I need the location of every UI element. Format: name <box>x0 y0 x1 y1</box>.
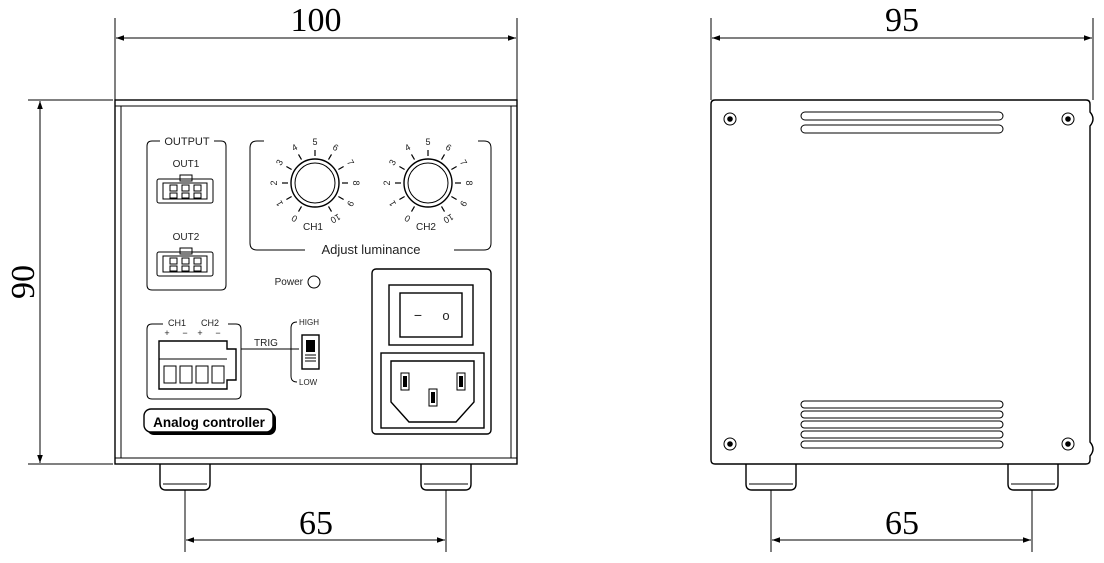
side-screw-top-right <box>1061 112 1075 126</box>
dial-scale-number: 6 <box>331 142 340 153</box>
dial-tick <box>297 206 303 212</box>
dial-tick <box>451 195 457 201</box>
out2-label: OUT2 <box>173 232 200 243</box>
dial-tick <box>338 195 344 201</box>
side-screw-bottom-right <box>1061 437 1075 451</box>
dial-scale-number: 5 <box>425 137 430 147</box>
dimension-front-feet-text: 65 <box>299 505 333 542</box>
front-housing <box>114 99 518 465</box>
adjust-luminance-label: Adjust luminance <box>322 242 421 257</box>
dial-tick <box>327 206 333 212</box>
product-label-text: Analog controller <box>153 415 266 430</box>
dial-scale-number: 5 <box>312 137 317 147</box>
dial-tick <box>399 195 405 201</box>
trigger-terminal-block <box>158 340 237 390</box>
dial-scale-number: 7 <box>345 158 356 167</box>
polarity-plus-1: + <box>164 328 169 338</box>
dimension-front-width: 100 <box>114 2 518 100</box>
side-foot-right <box>1007 464 1059 491</box>
polarity-minus-2: − <box>215 328 220 338</box>
dial-tick <box>286 165 292 171</box>
dial-tick <box>399 165 405 171</box>
power-rocker-switch[interactable]: − o <box>388 284 474 346</box>
polarity-minus-1: − <box>182 328 187 338</box>
front-foot-right <box>420 464 472 491</box>
ac-power-inlet <box>380 352 485 429</box>
dial-tick <box>440 206 446 212</box>
dial-scale-number: 2 <box>382 180 392 185</box>
dial-scale-number: 9 <box>345 199 356 208</box>
front-view: OUTPUT OUT1 OUT2 <box>114 99 518 491</box>
dial-scale-number: 8 <box>464 180 474 185</box>
dial-scale-number: 1 <box>387 199 398 208</box>
power-panel: − o <box>371 268 492 435</box>
dial-scale-number: 4 <box>403 142 412 153</box>
polarity-plus-2: + <box>197 328 202 338</box>
side-vent-bottom <box>800 400 1004 449</box>
dimension-front-feet: 65 <box>184 490 447 552</box>
dimension-height-text: 90 <box>5 265 42 299</box>
out2-connector <box>156 247 214 277</box>
power-label: Power <box>275 277 304 288</box>
dial-tick <box>440 154 446 160</box>
out1-connector <box>156 174 214 204</box>
side-housing <box>710 99 1094 465</box>
dial-scale-number: 6 <box>444 142 453 153</box>
power-indicator: Power <box>275 275 321 289</box>
high-label: HIGH <box>299 318 319 327</box>
dial-scale-number: 3 <box>387 158 398 167</box>
dial-scale-number: 4 <box>290 142 299 153</box>
dial-tick <box>327 154 333 160</box>
dial-tick <box>338 165 344 171</box>
dimension-front-width-text: 100 <box>291 2 342 39</box>
dial-scale-number: 1 <box>274 199 285 208</box>
switch-off-symbol: − <box>414 307 422 323</box>
dial-scale-number: 8 <box>351 180 361 185</box>
dimension-height: 90 <box>5 99 113 465</box>
side-view <box>710 99 1094 491</box>
dial-tick <box>451 165 457 171</box>
ch1-dial[interactable]: 01 2 34 5 67 8 910 <box>269 137 361 225</box>
dimension-side-depth: 95 <box>710 2 1094 100</box>
front-foot-left <box>159 464 211 491</box>
ch1-dial-label: CH1 <box>303 222 323 233</box>
dial-tick <box>410 206 416 212</box>
trigger-section: CH1 CH2 + − + − TRIG HIGH LOW <box>146 318 320 400</box>
trig-ch1-label: CH1 <box>168 318 186 328</box>
product-label: Analog controller <box>143 408 276 435</box>
output-title: OUTPUT <box>164 136 210 148</box>
power-led <box>307 275 321 289</box>
dial-tick <box>297 154 303 160</box>
side-vent-top <box>800 111 1004 134</box>
out1-label: OUT1 <box>173 159 200 170</box>
dial-scale-number: 0 <box>290 213 299 224</box>
dial-scale-number: 7 <box>458 158 469 167</box>
switch-on-symbol: o <box>442 308 449 323</box>
trig-ch2-label: CH2 <box>201 318 219 328</box>
side-foot-left <box>745 464 797 491</box>
output-section: OUTPUT OUT1 OUT2 <box>146 136 227 291</box>
side-screw-top-left <box>723 112 737 126</box>
dimension-side-depth-text: 95 <box>885 2 919 39</box>
dial-scale-number: 10 <box>329 212 343 226</box>
dial-scale-number: 3 <box>274 158 285 167</box>
ch2-dial[interactable]: 01 2 34 5 67 8 910 <box>382 137 474 225</box>
dial-tick <box>410 154 416 160</box>
dimension-side-feet: 65 <box>770 490 1033 552</box>
dial-scale-number: 10 <box>442 212 456 226</box>
ch2-dial-label: CH2 <box>416 222 436 233</box>
dial-tick <box>286 195 292 201</box>
dial-scale-number: 9 <box>458 199 469 208</box>
dimension-side-feet-text: 65 <box>885 505 919 542</box>
side-screw-bottom-left <box>723 437 737 451</box>
trig-label: TRIG <box>254 338 278 349</box>
dial-scale-number: 2 <box>269 180 279 185</box>
low-label: LOW <box>299 378 318 387</box>
dial-scale-number: 0 <box>403 213 412 224</box>
trig-level-switch[interactable] <box>301 334 320 370</box>
